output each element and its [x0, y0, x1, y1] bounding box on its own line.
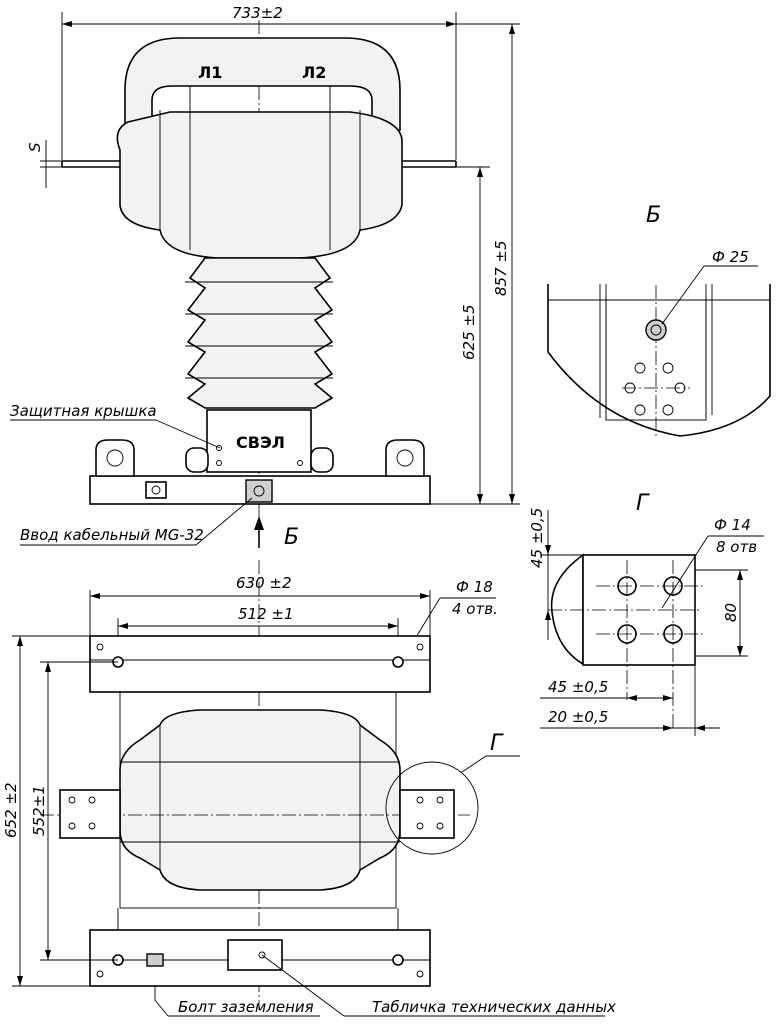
dim-base-holes-count: 4 отв.: [452, 600, 498, 618]
nameplate: [227, 939, 283, 971]
label-cable-entry: Ввод кабельный MG-32: [20, 526, 204, 544]
logo: СВЭЛ: [236, 433, 285, 452]
view-b-arrow-label: Б: [284, 525, 299, 550]
dim-busbar-thickness: S: [26, 142, 44, 152]
dim-base-hole-length: 552±1: [30, 785, 48, 836]
view-b-title: Б: [646, 203, 661, 228]
dim-terminal-holes-count: 8 отв: [716, 538, 757, 556]
dim-overall-width: 733±2: [232, 4, 283, 22]
terminal-label-2: Л2: [302, 63, 326, 82]
cable-hole: [645, 319, 667, 341]
lifting-lug-left: [95, 439, 135, 477]
dim-terminal-vert-offset: 45 ±0,5: [528, 508, 546, 568]
top-view: 630 ±2 512 ±1 Ф 18 4 отв.: [2, 560, 616, 1017]
dim-base-hole-spacing: 512 ±1: [238, 605, 294, 623]
front-view: Л1 Л2 СВЭЛ 733±2: [10, 4, 520, 550]
grounding-bolt: [146, 953, 164, 967]
view-b-detail: Б Ф 25: [547, 203, 771, 438]
insulator: [186, 257, 334, 409]
detail-g-arc: [550, 553, 584, 666]
detail-g-title: Г: [636, 491, 650, 516]
dim-base-length: 652 ±2: [2, 782, 20, 838]
top-plate-upper: [89, 635, 431, 693]
detail-g: Г Ф 14 8 отв 80 45 ±0,5 45 ±0,5: [528, 491, 764, 736]
label-nameplate: Табличка технических данных: [372, 998, 616, 1016]
dim-terminal-hole-pitch: 45 ±0,5: [548, 678, 608, 696]
housing-top: [119, 709, 401, 891]
dim-total-height: 857 ±5: [492, 240, 510, 296]
detail-g-ref: Г: [490, 731, 504, 756]
label-protective-cover: Защитная крышка: [10, 402, 157, 420]
dim-base-width: 630 ±2: [236, 574, 292, 592]
lifting-lug-right: [385, 439, 425, 477]
terminal-label-1: Л1: [198, 63, 222, 82]
grounding-bolt-front: [145, 481, 167, 499]
cable-entry-gland: [245, 479, 273, 503]
protective-cover: [206, 409, 312, 473]
dim-terminal-holes-dia: Ф 14: [714, 516, 751, 534]
dim-terminal-height: 80: [722, 603, 740, 622]
dim-base-holes-dia: Ф 18: [456, 578, 493, 596]
terminal-pad-right: [399, 789, 455, 839]
primary-winding-loop: [124, 37, 401, 131]
dim-terminal-edge-offset: 20 ±0,5: [548, 708, 608, 726]
dim-cable-hole-dia: Ф 25: [712, 248, 749, 266]
view-b-outline: [547, 284, 771, 437]
detail-g-callout: [385, 761, 479, 855]
label-grounding-bolt: Болт заземления: [178, 998, 314, 1016]
dim-insulator-height: 625 ±5: [460, 304, 478, 360]
